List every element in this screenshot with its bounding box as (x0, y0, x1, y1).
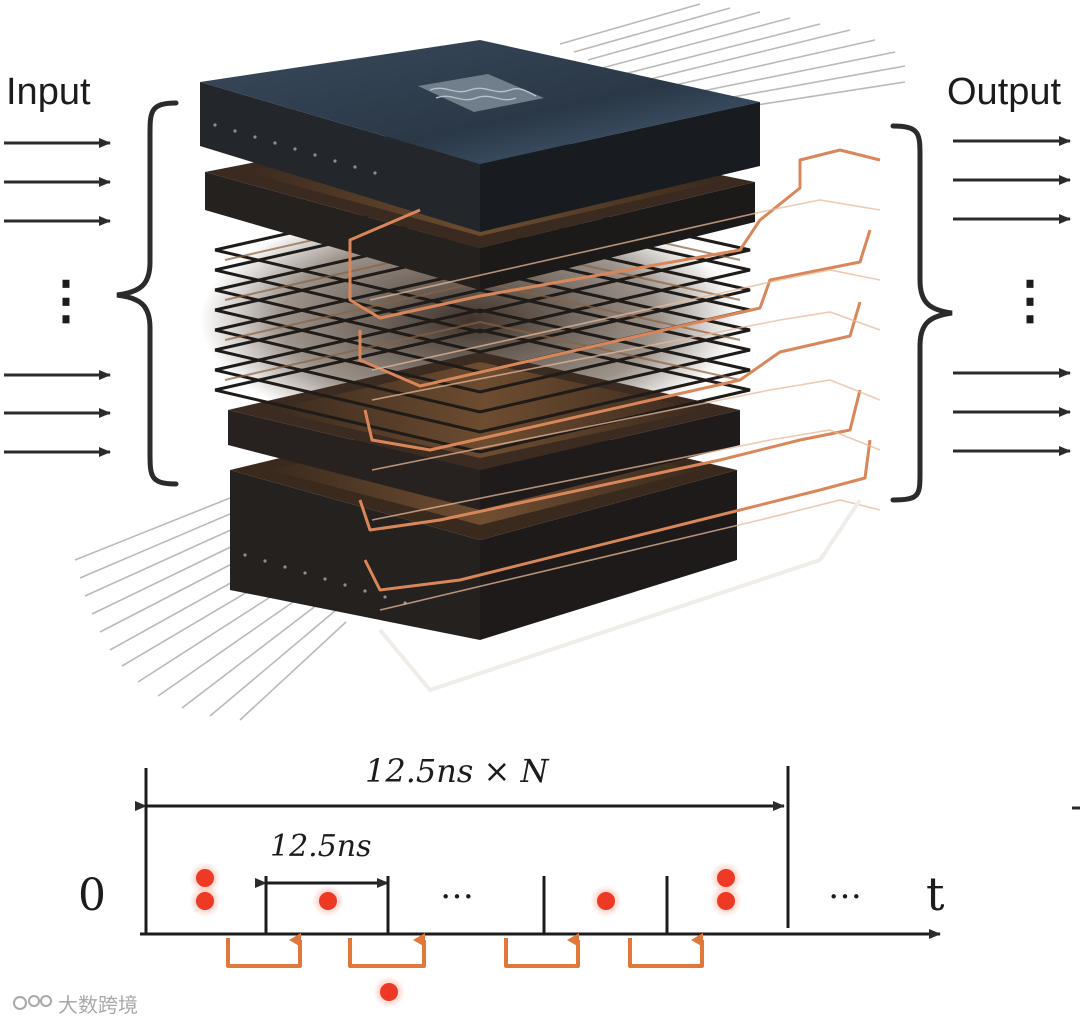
photon-dot (597, 892, 615, 910)
axis-label: t (926, 867, 945, 921)
origin-label: 0 (78, 870, 106, 921)
feedback-arrow (226, 933, 302, 968)
photon-dot (717, 892, 735, 910)
input-vertical-dots: ⋮ (40, 272, 92, 330)
photon-pulses (189, 862, 742, 1008)
feedback-arrow (348, 933, 426, 968)
ellipsis-middle: … (440, 867, 474, 907)
port-dots (213, 123, 407, 605)
feedback-arrow (504, 933, 580, 968)
waveguide-loops (348, 148, 881, 592)
photon-dot (196, 892, 214, 910)
feedback-arrow (628, 933, 704, 968)
photon-dot (717, 869, 735, 887)
input-arrows (4, 138, 111, 457)
input-brace (116, 100, 179, 487)
watermark-text: 大数跨境 (58, 993, 138, 1017)
input-label: Input (6, 71, 91, 113)
total-span-label: 12.5ns × N (365, 752, 549, 790)
output-label: Output (947, 71, 1062, 113)
period-ticks (264, 876, 669, 934)
photon-dot (319, 892, 337, 910)
chip-core (418, 74, 544, 112)
timeline: 12.5ns × N 12.5ns 0 t … … (78, 752, 945, 1008)
ellipsis-right: … (828, 867, 862, 907)
watermark: 大数跨境 (13, 993, 138, 1017)
output-vertical-dots: ⋮ (1004, 272, 1056, 330)
chip-top-layer (200, 40, 760, 232)
chip-stack (74, 3, 906, 721)
photon-dot (380, 983, 398, 1001)
output-arrows (953, 136, 1071, 456)
waveguide-white (378, 498, 862, 692)
photon-dot (196, 869, 214, 887)
output-brace (890, 123, 953, 503)
period-label: 12.5ns (270, 829, 372, 864)
waveguide-loops-faint (369, 199, 881, 611)
feedback-arrows (226, 933, 704, 968)
